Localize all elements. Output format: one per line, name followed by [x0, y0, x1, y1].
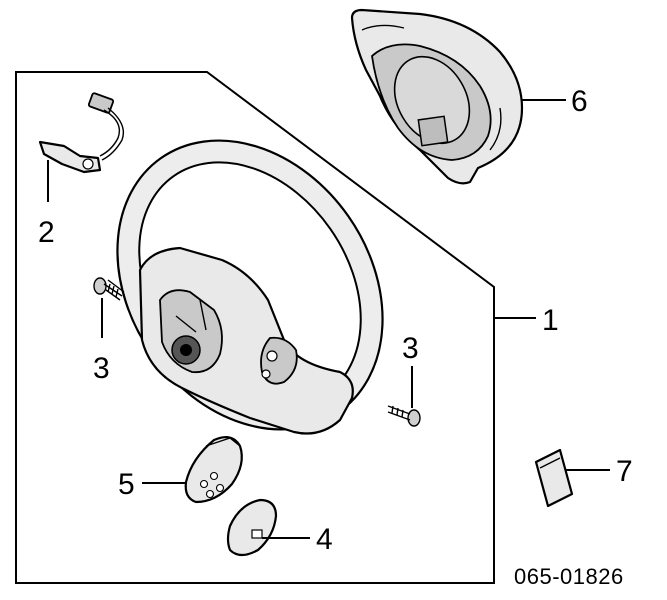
callout-4: 4: [316, 523, 333, 556]
steering-wheel-part-1: [116, 139, 384, 435]
callout-3a: 3: [93, 352, 110, 385]
reference-code: 065-01826: [514, 564, 624, 589]
assembly-frame: [15, 71, 495, 584]
callout-5: 5: [118, 468, 135, 501]
airbag-module-part-6: [350, 8, 524, 185]
pad-part-7: [534, 448, 574, 508]
callout-7: 7: [616, 455, 633, 488]
callout-2: 2: [38, 216, 55, 249]
switch-harness-part-2: [38, 92, 125, 174]
callout-6: 6: [571, 85, 588, 118]
screw-part-3-left: [93, 277, 125, 301]
callout-1: 1: [542, 304, 559, 337]
switch-part-5: [184, 435, 243, 504]
switch-part-4: [226, 498, 278, 557]
screw-part-3-right: [387, 405, 421, 427]
callout-3b: 3: [402, 332, 419, 365]
